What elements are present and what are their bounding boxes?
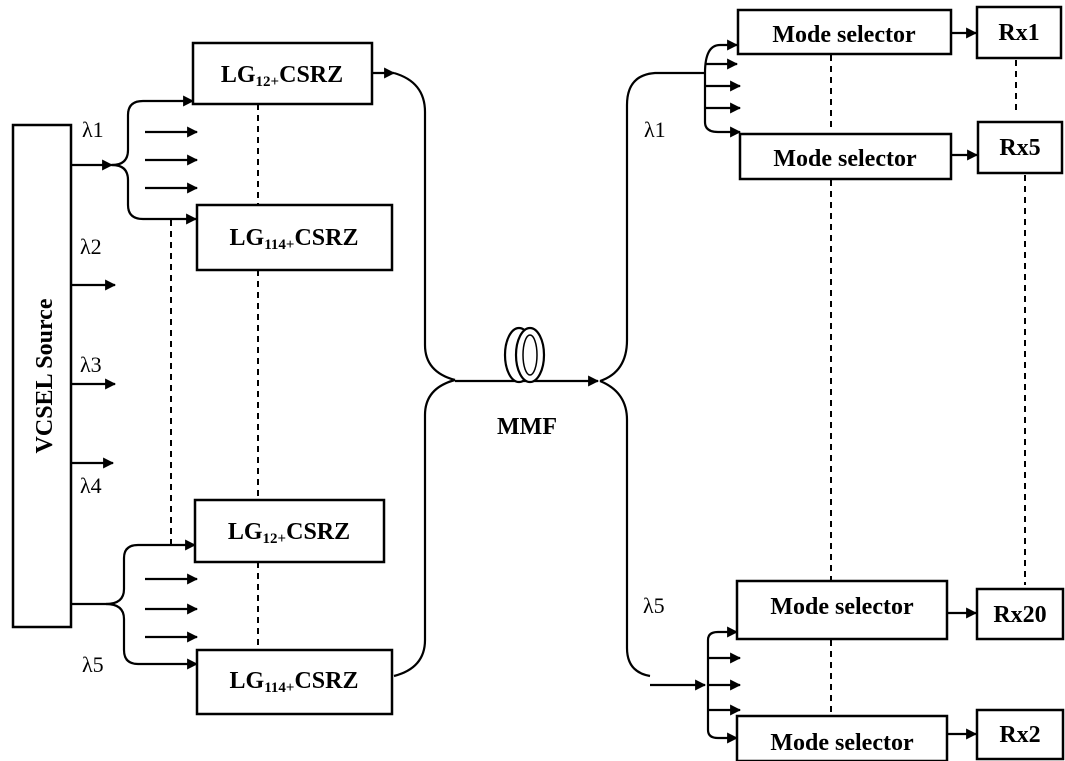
mode-selector-box-1: Mode selector — [736, 8, 953, 56]
svg-text:LG114+CSRZ: LG114+CSRZ — [230, 225, 359, 253]
lg-box-3-tail: CSRZ — [286, 519, 350, 545]
lg-box-2-base: LG — [230, 225, 265, 251]
vcsel-source-box — [11, 123, 73, 629]
lambda5-label-left: λ5 — [82, 652, 104, 677]
lambda2-label: λ2 — [80, 234, 102, 259]
lg-box-4-sub: 114+ — [264, 680, 294, 696]
mode-selector-box-4: Mode selector — [735, 714, 949, 761]
lower-fanout — [105, 539, 199, 670]
rx-label-4: Rx2 — [999, 722, 1040, 748]
rx-box-3: Rx20 — [975, 587, 1065, 641]
svg-text:LG12+CSRZ: LG12+CSRZ — [221, 62, 343, 90]
mode-selector-label-2: Mode selector — [773, 146, 917, 172]
lambda1-label-left: λ1 — [82, 117, 104, 142]
lg-box-2-tail: CSRZ — [294, 225, 358, 251]
lg-box-1-base: LG — [221, 62, 256, 88]
rx-box-1: Rx1 — [975, 5, 1063, 60]
mmf-coil-icon — [503, 326, 546, 384]
lg-box-1: LG12+CSRZ — [191, 41, 374, 106]
rx-box-2: Rx5 — [976, 120, 1064, 175]
lg-box-3: LG12+CSRZ — [193, 498, 386, 564]
mmf-label: MMF — [497, 414, 557, 440]
lambda3-label: λ3 — [80, 352, 102, 377]
rx-box-4: Rx2 — [975, 708, 1065, 761]
lg-box-2: LG114+CSRZ — [195, 203, 394, 272]
lg-box-3-sub: 12+ — [263, 531, 287, 547]
mode-selector-label-1: Mode selector — [772, 22, 916, 48]
lg-box-4-base: LG — [230, 668, 265, 694]
mode-selector-label-3: Mode selector — [770, 594, 914, 620]
lg-box-2-sub: 114+ — [264, 237, 294, 253]
lambda5-label-right: λ5 — [643, 593, 665, 618]
mode-selector-box-2: Mode selector — [738, 132, 953, 181]
mode-selector-label-4: Mode selector — [770, 730, 914, 756]
lg-box-4-tail: CSRZ — [294, 668, 358, 694]
lambda1-label-right: λ1 — [644, 117, 666, 142]
rx-label-2: Rx5 — [999, 135, 1040, 161]
svg-text:LG114+CSRZ: LG114+CSRZ — [230, 668, 359, 696]
lambda4-label: λ4 — [80, 473, 102, 498]
rx-label-1: Rx1 — [998, 20, 1039, 46]
combiner-brace — [372, 67, 600, 678]
lg-box-1-tail: CSRZ — [279, 62, 343, 88]
lg-box-3-base: LG — [228, 519, 263, 545]
lg-box-4: LG114+CSRZ — [195, 648, 394, 716]
upper-fanout — [111, 95, 199, 225]
rx-label-3: Rx20 — [993, 602, 1046, 628]
vcsel-source-label: VCSEL Source — [32, 298, 58, 453]
splitter-brace — [599, 71, 700, 678]
upper-right-fanout — [700, 39, 742, 138]
svg-text:LG12+CSRZ: LG12+CSRZ — [228, 519, 350, 547]
mode-selector-box-3: Mode selector — [735, 579, 949, 641]
lower-right-fanout — [650, 626, 742, 744]
lg-box-1-sub: 12+ — [256, 74, 280, 90]
